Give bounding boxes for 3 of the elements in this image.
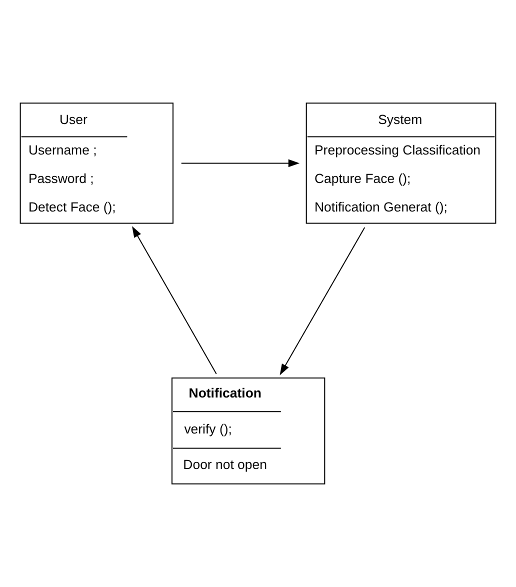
arrow xyxy=(280,227,366,376)
arrow xyxy=(181,159,300,168)
arrow xyxy=(132,226,217,374)
